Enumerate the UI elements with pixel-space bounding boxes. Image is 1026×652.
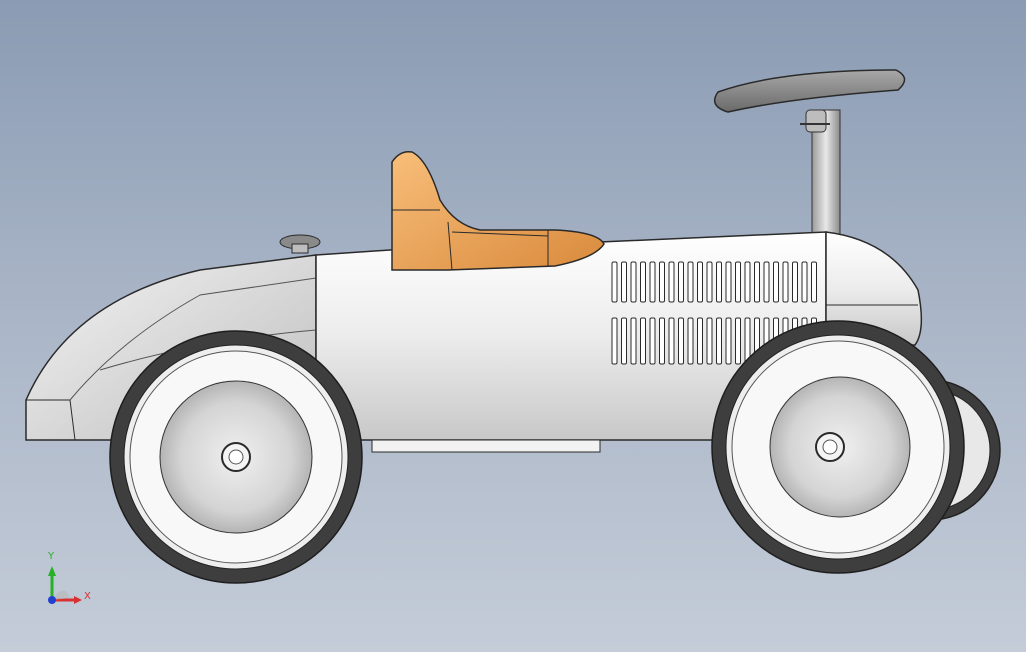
axis-triad-icon (48, 566, 82, 604)
vent-slat (744, 261, 751, 303)
vent-slat (735, 317, 741, 365)
vent-slat (754, 261, 760, 303)
fuel-cap[interactable] (279, 234, 321, 254)
vent-slat (811, 261, 817, 303)
vent-slat (735, 261, 741, 303)
vent-slat (716, 317, 722, 365)
steering-wheel[interactable] (713, 69, 906, 113)
vent-slat (611, 317, 618, 365)
steering-column[interactable] (800, 109, 841, 243)
vent-slat (725, 317, 732, 365)
vent-slat (640, 317, 646, 365)
seat[interactable] (391, 150, 605, 271)
vent-slat (687, 261, 694, 303)
vent-slat (640, 261, 646, 303)
vent-slat (697, 261, 703, 303)
vent-slat (706, 261, 713, 303)
rear-wheel[interactable] (711, 320, 965, 574)
vent-slat (763, 261, 770, 303)
vent-slat (668, 261, 675, 303)
vent-slat (687, 317, 694, 365)
vent-slat (611, 261, 618, 303)
coordinate-triad: Y X (38, 552, 98, 612)
axis-y-label: Y (48, 551, 55, 562)
vent-slat (678, 317, 684, 365)
vent-slat (678, 261, 684, 303)
axis-x-label: X (84, 591, 91, 602)
vent-slat (630, 261, 637, 303)
vent-slat (621, 261, 627, 303)
vent-slat (706, 317, 713, 365)
vent-slat (773, 261, 779, 303)
vent-slat (668, 317, 675, 365)
front-wheel[interactable] (109, 330, 363, 584)
vent-slat (792, 261, 798, 303)
vent-slat (649, 261, 656, 303)
vent-slat (782, 261, 789, 303)
vent-slat (621, 317, 627, 365)
vent-slat (659, 317, 665, 365)
vent-slat (697, 317, 703, 365)
vent-slat (725, 261, 732, 303)
vent-slat (649, 317, 656, 365)
vent-slat (716, 261, 722, 303)
vent-slat (659, 261, 665, 303)
vent-grille-upper (611, 261, 817, 303)
vent-slat (801, 261, 808, 303)
vent-slat (630, 317, 637, 365)
